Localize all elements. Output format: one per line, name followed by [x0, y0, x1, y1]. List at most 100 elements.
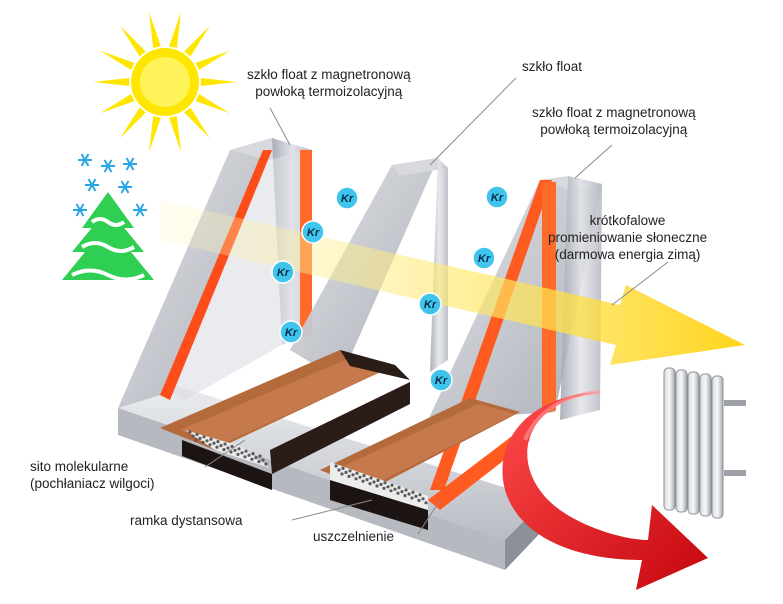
snowflake-icon	[118, 180, 132, 194]
sieve-hole	[237, 447, 241, 451]
sieve-hole	[382, 486, 386, 490]
sun-ray	[100, 93, 135, 114]
sieve-hole	[410, 496, 414, 500]
sun-ray	[120, 25, 146, 57]
sieve-hole	[347, 474, 351, 478]
sun-ray	[120, 107, 146, 139]
label-line: (pochłaniacz wilgoci)	[30, 476, 155, 491]
snowflake-icon	[73, 203, 87, 217]
molecular-sieve-left	[188, 430, 268, 466]
label-coated-glass-right: szkło float z magnetronową powłoką termo…	[532, 104, 696, 138]
krypton-symbol: Kr	[277, 267, 290, 279]
sun-ray	[169, 11, 182, 48]
sieve-hole	[365, 478, 369, 482]
sun-ray	[169, 116, 182, 153]
sieve-hole	[389, 489, 393, 493]
sieve-hole	[418, 493, 422, 497]
sieve-hole	[393, 487, 397, 491]
sieve-hole	[369, 476, 373, 480]
sieve-hole	[233, 448, 237, 452]
sieve-hole	[212, 441, 216, 445]
snowflake-icon	[101, 159, 115, 173]
label-line: powłoką termoizolacyjną	[540, 122, 688, 137]
sieve-hole	[219, 444, 223, 448]
sieve-hole	[243, 455, 247, 459]
snowflake-icon	[78, 153, 92, 167]
sieve-hole	[400, 490, 404, 494]
radiator-fin	[711, 375, 724, 519]
krypton-bubble: Kr	[472, 246, 496, 270]
heat-reflection-arrow	[502, 390, 708, 590]
krypton-bubble: Kr	[429, 368, 453, 392]
snowflake-icon	[85, 178, 99, 192]
sieve-hole	[209, 437, 213, 441]
sieve-hole	[236, 452, 240, 456]
radiator-icon	[663, 367, 746, 519]
krypton-symbol: Kr	[307, 227, 320, 239]
label-line: szkło float z magnetronową	[532, 105, 696, 120]
sieve-hole	[414, 494, 418, 498]
sun-ray	[148, 11, 161, 48]
sieve-hole	[188, 430, 192, 434]
krypton-symbol: Kr	[424, 299, 437, 311]
krypton-bubble: Kr	[301, 220, 325, 244]
label-molecular-sieve: sito molekularne (pochłaniacz wilgoci)	[30, 458, 155, 492]
tree-icon	[62, 192, 154, 282]
sieve-hole	[421, 497, 425, 501]
sieve-hole	[258, 454, 262, 458]
sun-ray	[184, 107, 210, 139]
krypton-bubble: Kr	[279, 320, 303, 344]
krypton-symbol: Kr	[285, 327, 298, 339]
sieve-hole	[355, 471, 359, 475]
leader-lines	[204, 77, 669, 535]
sieve-hole	[205, 439, 209, 443]
sieve-hole	[390, 483, 394, 487]
sun-ray	[184, 25, 210, 57]
sieve-hole	[375, 484, 379, 488]
sieve-hole	[396, 491, 400, 495]
sieve-hole	[244, 449, 248, 453]
krypton-bubble: Kr	[418, 292, 442, 316]
sieve-hole	[424, 501, 428, 505]
snowflake-icon	[133, 203, 147, 217]
sieve-hole	[379, 482, 383, 486]
sieve-hole	[348, 469, 352, 473]
sieve-hole	[362, 474, 366, 478]
sieve-hole	[334, 464, 338, 468]
sieve-hole	[404, 488, 408, 492]
sieve-hole	[222, 448, 226, 452]
label-sealant: uszczelnienie	[313, 528, 394, 545]
label-coated-glass-left: szkło float z magnetronową powłoką termo…	[247, 66, 411, 100]
krypton-bubble: Kr	[271, 260, 295, 284]
sieve-hole	[337, 468, 341, 472]
sieve-hole	[198, 436, 202, 440]
sun-ray	[195, 93, 230, 114]
sieve-hole	[251, 452, 255, 456]
sun-ray	[100, 50, 135, 71]
sieve-hole	[202, 435, 206, 439]
sun-icon	[93, 11, 237, 153]
label-line: krótkofalowe	[589, 213, 666, 228]
sieve-hole	[368, 482, 372, 486]
sieve-hole	[215, 445, 219, 449]
sieve-hole	[261, 458, 265, 462]
label-line: ramka dystansowa	[130, 513, 243, 528]
radiator-fin	[663, 367, 676, 511]
sieve-hole	[216, 440, 220, 444]
krypton-symbol: Kr	[435, 375, 448, 387]
label-solar-radiation: krótkofalowe promieniowanie słoneczne (d…	[548, 212, 707, 263]
sieve-hole	[383, 481, 387, 485]
label-float-glass: szkło float	[522, 58, 582, 75]
sieve-hole	[195, 432, 199, 436]
sieve-hole	[351, 473, 355, 477]
sieve-hole	[247, 453, 251, 457]
sieve-hole	[361, 479, 365, 483]
sieve-hole	[417, 498, 421, 502]
radiator-fin	[675, 369, 688, 513]
snowflakes	[73, 153, 147, 217]
label-line: uszczelnienie	[313, 529, 395, 544]
krypton-symbol: Kr	[491, 192, 504, 204]
sieve-hole	[386, 485, 390, 489]
